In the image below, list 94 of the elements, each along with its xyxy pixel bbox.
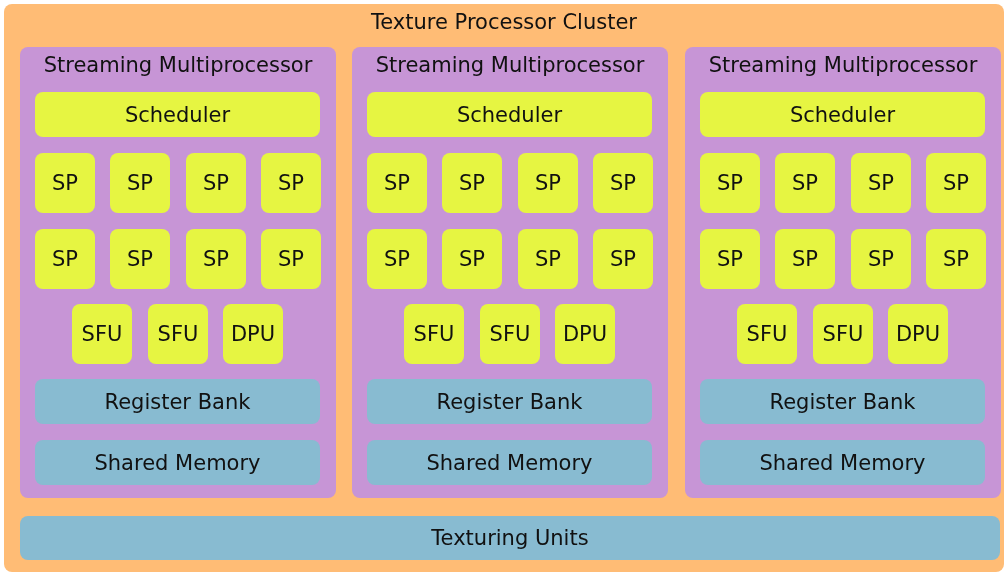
group-title: Streaming Multiprocessor [374, 53, 646, 77]
processor-box [442, 229, 502, 289]
group-title: Texture Processor Cluster [370, 10, 638, 34]
box-label: SP [202, 247, 230, 271]
unit-box [888, 304, 948, 364]
scheduler-box [35, 92, 320, 137]
memory-bar [367, 379, 652, 424]
memory-bar [367, 440, 652, 485]
processor-box [35, 153, 95, 213]
box-label: SP [791, 171, 819, 195]
box-label: SFU [821, 322, 865, 346]
unit-box [480, 304, 540, 364]
processor-box [186, 153, 246, 213]
processor-box [851, 153, 911, 213]
box-label: SP [202, 171, 230, 195]
box-label: SP [791, 247, 819, 271]
box-label: SFU [488, 322, 532, 346]
box-label: SP [383, 171, 411, 195]
processor-box [593, 229, 653, 289]
box-label: DPU [229, 322, 277, 346]
processor-box [367, 153, 427, 213]
unit-box [555, 304, 615, 364]
unit-box [148, 304, 208, 364]
processor-box [367, 229, 427, 289]
processor-box [851, 229, 911, 289]
processor-box [926, 229, 986, 289]
processor-box [35, 229, 95, 289]
group-title: Streaming Multiprocessor [42, 53, 314, 77]
box-label: SP [458, 171, 486, 195]
processor-box [186, 229, 246, 289]
texturing-bar [20, 516, 1000, 560]
box-label: SFU [156, 322, 200, 346]
scheduler-box [367, 92, 652, 137]
memory-bar [35, 440, 320, 485]
box-label: SP [609, 171, 637, 195]
box-label: SP [867, 247, 895, 271]
box-label: SP [716, 247, 744, 271]
box-label: Shared Memory [425, 450, 594, 475]
box-label: DPU [561, 322, 609, 346]
box-label: Scheduler [788, 102, 897, 127]
box-label: Shared Memory [93, 450, 262, 475]
box-label: SFU [80, 322, 124, 346]
processor-box [775, 153, 835, 213]
box-label: SP [458, 247, 486, 271]
unit-box [72, 304, 132, 364]
unit-box [404, 304, 464, 364]
box-label: SP [942, 247, 970, 271]
box-label: Scheduler [455, 102, 564, 127]
box-label: SP [609, 247, 637, 271]
unit-box [813, 304, 873, 364]
processor-box [926, 153, 986, 213]
box-label: SP [126, 247, 154, 271]
box-label: SP [277, 247, 305, 271]
cluster-panel [4, 4, 1004, 572]
memory-bar [35, 379, 320, 424]
box-label: SP [51, 247, 79, 271]
box-label: Texturing Units [430, 526, 590, 550]
box-label: SP [534, 171, 562, 195]
unit-box [223, 304, 283, 364]
box-label: SFU [745, 322, 789, 346]
memory-bar [700, 379, 985, 424]
box-label: SP [383, 247, 411, 271]
processor-box [700, 229, 760, 289]
multiprocessor-panel [352, 47, 668, 498]
memory-bar [700, 440, 985, 485]
scheduler-box [700, 92, 985, 137]
box-label: Register Bank [103, 389, 252, 414]
processor-box [442, 153, 502, 213]
processor-box [518, 153, 578, 213]
box-label: SP [534, 247, 562, 271]
group-title: Streaming Multiprocessor [707, 53, 979, 77]
box-label: SP [716, 171, 744, 195]
box-label: SP [51, 171, 79, 195]
box-label: Register Bank [768, 389, 917, 414]
box-label: Scheduler [123, 102, 232, 127]
processor-box [110, 153, 170, 213]
box-label: DPU [894, 322, 942, 346]
box-label: SP [277, 171, 305, 195]
processor-box [775, 229, 835, 289]
box-label: SP [126, 171, 154, 195]
processor-box [700, 153, 760, 213]
box-label: SFU [412, 322, 456, 346]
box-label: Shared Memory [758, 450, 927, 475]
processor-box [110, 229, 170, 289]
box-label: SP [942, 171, 970, 195]
box-label: Register Bank [435, 389, 584, 414]
box-label: SP [867, 171, 895, 195]
processor-box [518, 229, 578, 289]
unit-box [737, 304, 797, 364]
processor-box [261, 153, 321, 213]
multiprocessor-panel [20, 47, 336, 498]
multiprocessor-panel [685, 47, 1001, 498]
processor-box [261, 229, 321, 289]
processor-box [593, 153, 653, 213]
